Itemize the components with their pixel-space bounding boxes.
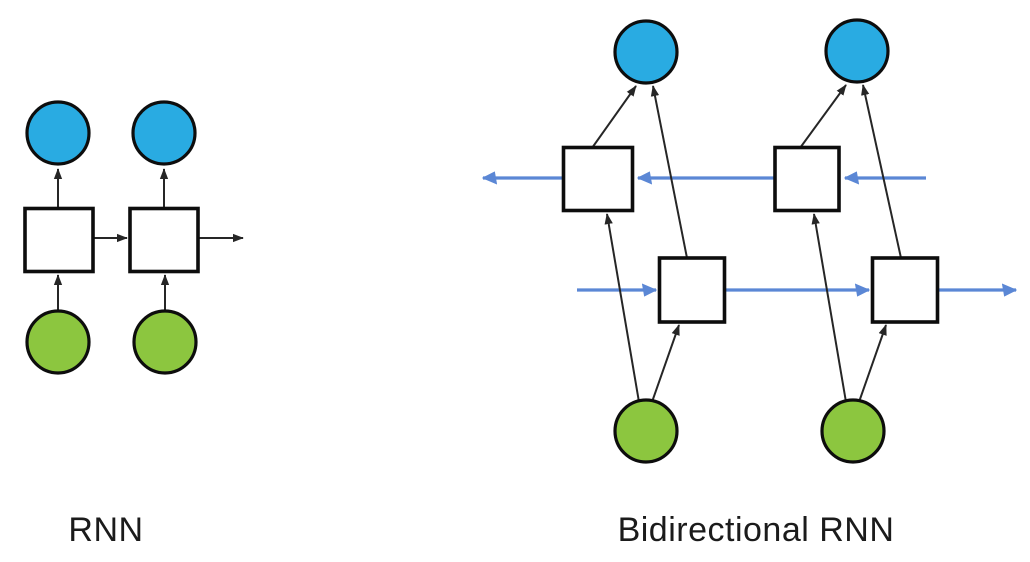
rnn-diagram: RNN xyxy=(23,100,244,549)
birnn-backward-hidden2-to-output2-arrow xyxy=(799,84,847,149)
birnn-input2-to-backward-hidden2-arrow xyxy=(811,213,847,403)
birnn-backward-hidden1-to-output1-arrow xyxy=(591,85,637,149)
birnn-forward-hidden1-node xyxy=(657,256,727,324)
birnn-output1-node xyxy=(613,19,679,85)
birnn-caption: Bidirectional RNN xyxy=(618,511,895,549)
birnn-input2-node xyxy=(820,398,886,464)
birnn-backward-hidden1-node xyxy=(561,145,635,213)
rnn-caption: RNN xyxy=(68,511,143,549)
rnn-input1-node xyxy=(25,309,91,375)
rnn-hidden2-node xyxy=(128,206,200,274)
rnn-output2-node xyxy=(131,100,197,166)
birnn-input1-to-backward-hidden1-arrow xyxy=(604,213,640,403)
birnn-input1-to-forward-hidden1-arrow xyxy=(651,324,680,403)
birnn-forward-hidden2-to-output2-arrow xyxy=(861,84,902,259)
rnn-output1-node xyxy=(25,100,91,166)
birnn-input1-node xyxy=(613,398,679,464)
birnn-output2-node xyxy=(824,18,890,84)
rnn-input2-node xyxy=(132,309,198,375)
birnn-backward-hidden2-node xyxy=(773,145,841,213)
birnn-forward-hidden1-to-output1-arrow xyxy=(650,85,688,259)
birnn-input2-to-forward-hidden2-arrow xyxy=(858,324,887,403)
birnn-forward-hidden2-node xyxy=(870,256,940,324)
rnn-hidden1-node xyxy=(23,206,95,274)
birnn-diagram: Bidirectional RNN xyxy=(481,18,1018,549)
